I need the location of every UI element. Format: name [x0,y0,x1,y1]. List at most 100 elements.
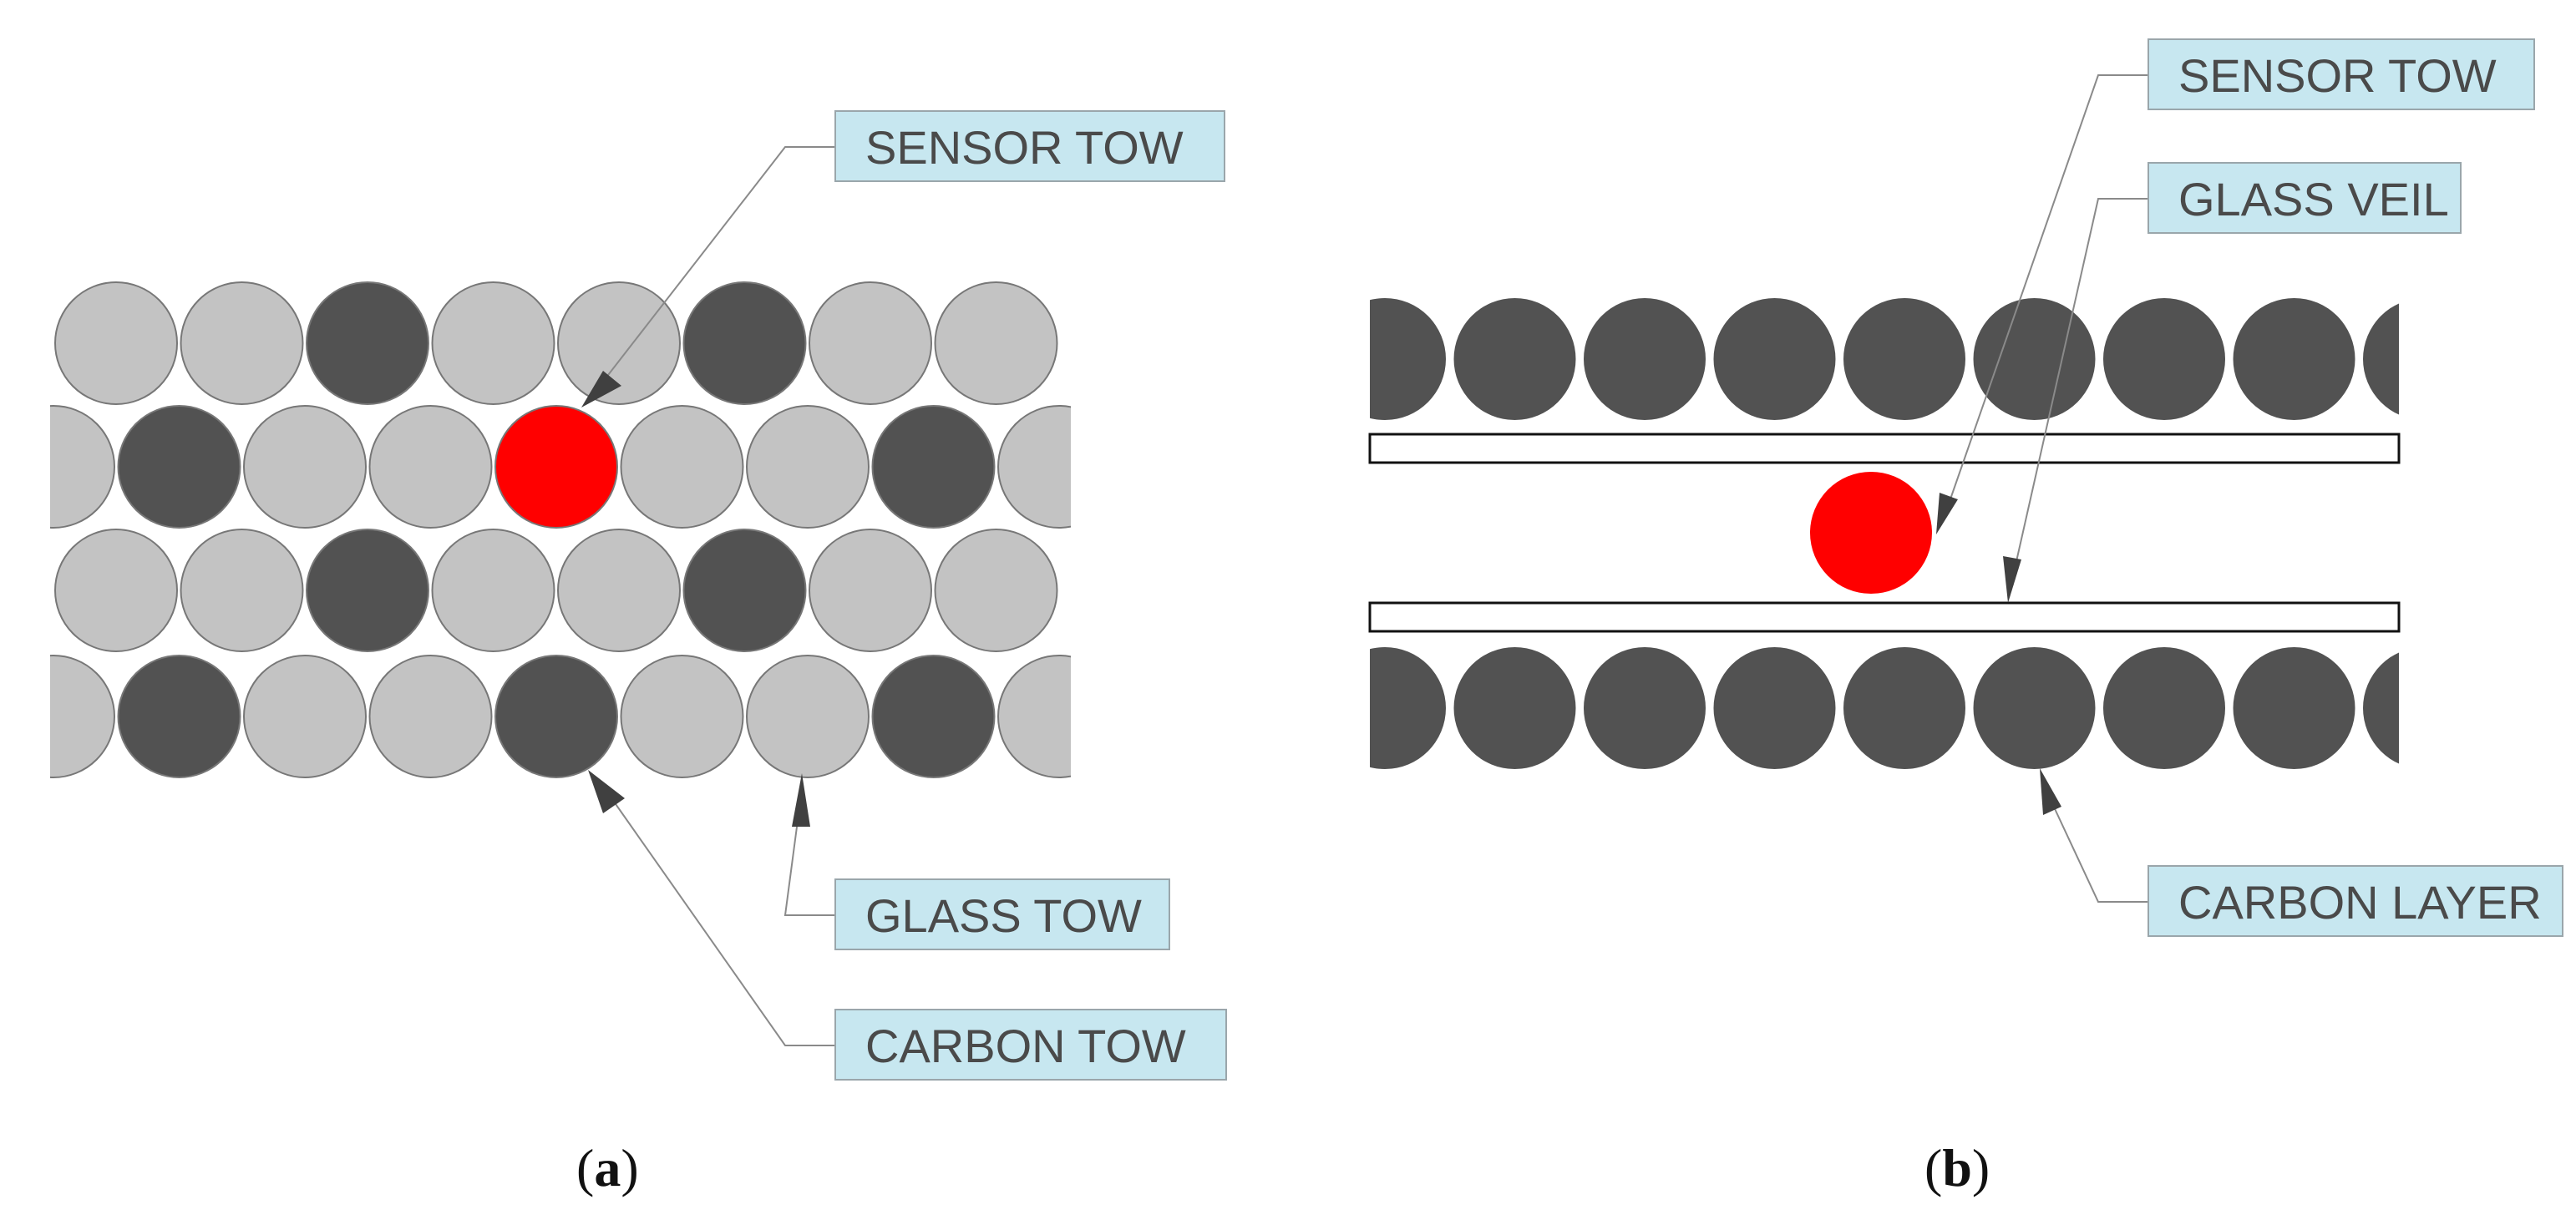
carbon-layer-tow [1370,298,1446,420]
label-text: GLASS VEIL [2178,173,2449,225]
glass-tow [368,655,493,778]
carbon-layer-tow [1713,298,1836,420]
glass-tow [620,655,744,778]
glass-tow [997,655,1071,778]
panel-b: SENSOR TOW GLASS VEIL CARBON LAYER (b) [1368,38,2563,1197]
caption-close: ) [621,1138,638,1197]
carbon-layer-tow [1843,298,1965,420]
glass-tow [368,405,493,529]
glass-tow [50,405,115,529]
glass-tow [180,281,304,405]
sensor-tow-leader-b [1945,74,2148,512]
glass-veil-top [1368,433,2401,464]
label-box [2148,38,2535,110]
glass-veil-arrowhead [2003,556,2021,603]
carbon-tow-leader [613,801,835,1046]
label-text: CARBON TOW [865,1020,1186,1072]
label-box [2148,865,2563,937]
glass-tow [180,529,304,652]
carbon-layer-tow [1453,298,1576,420]
glass-tow [54,281,178,405]
glass-tow-leader [783,801,835,916]
glass-tow [50,655,115,778]
carbon-layer-tow [2233,647,2355,769]
label-text: GLASS TOW [865,889,1142,942]
glass-tow [243,405,367,529]
label-box [834,1009,1227,1081]
caption-letter: b [1942,1138,1972,1197]
carbon-tow [682,529,807,652]
carbon-layer-tow [2103,647,2225,769]
glass-tow [746,655,870,778]
label-carbon-tow: CARBON TOW [834,1009,1227,1081]
label-text: CARBON LAYER [2178,876,2542,929]
carbon-layer-tow [2363,303,2399,415]
panel-a: SENSOR TOW GLASS TOW CARBON TOW (a) [50,110,1227,1197]
carbon-layer-tow [1584,647,1706,769]
sensor-tow-arrowhead-a [581,371,621,408]
glass-tow [934,281,1058,405]
label-sensor-tow-b: SENSOR TOW [2148,38,2535,110]
glass-tow [997,405,1071,529]
carbon-layer-tow [1843,647,1965,769]
carbon-layer-tow [1973,298,2096,420]
sensor-tow [494,405,618,529]
glass-tow [431,281,555,405]
carbon-tow [117,405,241,529]
carbon-layer-tow [1973,647,2096,769]
carbon-layer-tow [1584,298,1706,420]
carbon-layer-tow [1713,647,1836,769]
label-box [834,110,1225,182]
panel-a-leaders [581,146,835,1046]
label-sensor-tow-a: SENSOR TOW [834,110,1225,182]
carbon-tow [871,655,996,778]
glass-tow [54,529,178,652]
caption-open: ( [576,1138,594,1197]
sensor-tow-leader-a [599,146,835,387]
carbon-tow [871,405,996,529]
glass-tow [431,529,555,652]
carbon-tow [306,529,429,652]
glass-tow [934,529,1058,652]
glass-tow [746,405,870,529]
carbon-tow [494,655,618,778]
panel-a-caption: (a) [576,1138,639,1197]
label-box [834,878,1170,950]
glass-veil-bottom [1368,601,2401,633]
panel-a-tow-grid [50,281,1071,778]
glass-tow-arrowhead [792,773,810,827]
glass-veil-leader [2012,198,2148,577]
label-glass-veil: GLASS VEIL [2148,162,2462,234]
label-carbon-layer: CARBON LAYER [2148,865,2563,937]
caption-close: ) [1972,1138,1990,1197]
carbon-layer-tow [2233,298,2355,420]
carbon-tow [682,281,807,405]
carbon-layer-tow [2103,298,2225,420]
label-box [2148,162,2462,234]
sensor-tow-arrowhead-b [1936,493,1958,534]
carbon-layer-leader [2051,801,2148,903]
panel-b-carbon-layers [1370,298,2399,769]
glass-tow [809,529,932,652]
caption-letter: a [594,1138,621,1197]
glass-tow [557,281,681,405]
carbon-layer-arrowhead [2040,768,2061,815]
carbon-layer-tow [2363,652,2399,764]
caption-open: ( [1924,1138,1942,1197]
glass-tow [557,529,681,652]
carbon-layer-tow [1370,647,1446,769]
glass-tow [243,655,367,778]
label-text: SENSOR TOW [2178,49,2497,102]
glass-tow [620,405,744,529]
sensor-tow-b [1810,472,1932,594]
glass-tow [809,281,932,405]
carbon-layer-tow [1453,647,1576,769]
label-glass-tow: GLASS TOW [834,878,1170,950]
panel-b-caption: (b) [1924,1138,1990,1197]
label-text: SENSOR TOW [865,121,1184,174]
carbon-tow [306,281,429,405]
panel-b-leaders [1936,74,2148,903]
carbon-tow-arrowhead [588,770,625,813]
carbon-tow [117,655,241,778]
